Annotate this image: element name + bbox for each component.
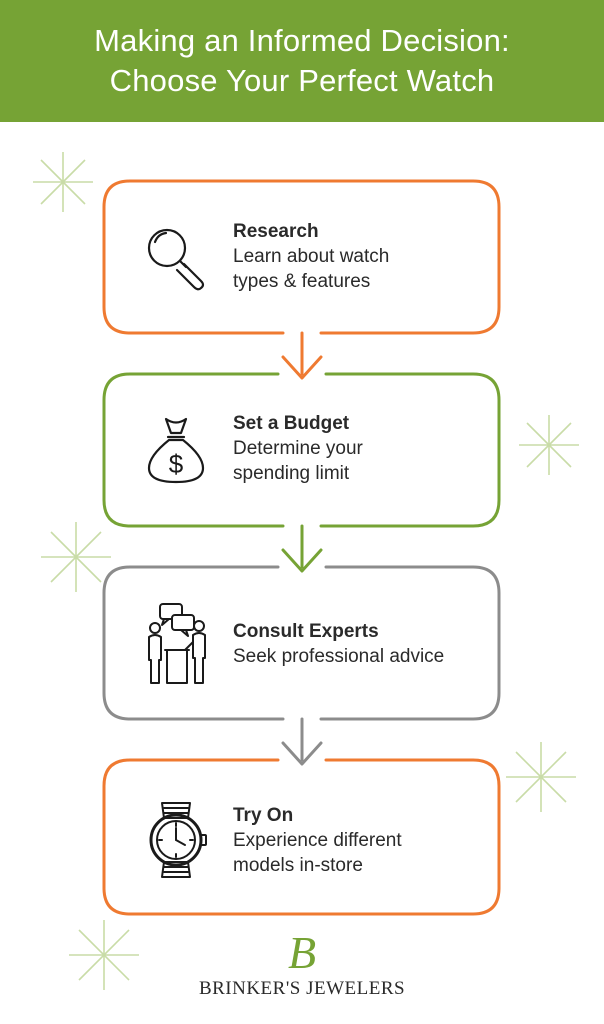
step-description-line: Experience different	[233, 830, 402, 851]
connector-arrow-1	[281, 355, 323, 380]
sparkle-decoration-1	[33, 152, 93, 212]
step-title: Set a Budget	[233, 413, 350, 434]
sparkle-decoration-3	[41, 522, 111, 592]
magnifier-icon	[147, 228, 205, 291]
step-title: Research	[233, 221, 319, 242]
step-box-research	[102, 179, 501, 335]
step-title: Consult Experts	[233, 621, 379, 642]
dollar-sign-glyph: $	[169, 449, 184, 479]
sparkle-decoration-2	[519, 415, 579, 475]
step-description-line: Determine your	[233, 438, 363, 459]
connector-arrow-3	[281, 741, 323, 766]
step-description-line: spending limit	[233, 463, 350, 484]
step-description: Seek professional advice	[233, 644, 503, 669]
step-research: Research Learn about watch types & featu…	[233, 220, 503, 294]
step-title: Try On	[233, 805, 294, 826]
step-box-try-on	[102, 758, 501, 916]
step-box-budget	[102, 372, 501, 528]
sparkle-decoration-4	[506, 742, 576, 812]
logo-monogram: B	[287, 927, 317, 978]
header-title-line-1: Making an Informed Decision:	[94, 23, 510, 58]
header-title-line-2: Choose Your Perfect Watch	[109, 63, 495, 98]
connector-arrow-2	[281, 548, 323, 573]
step-box-experts	[102, 565, 501, 721]
step-set-budget: Set a Budget Determine your spending lim…	[233, 412, 503, 486]
step-description: Learn about watch types & features	[233, 244, 503, 294]
brand-logo: B BRINKER'S JEWELERS	[0, 930, 604, 1000]
step-description: Experience different models in-store	[233, 828, 503, 878]
header-banner: Making an Informed Decision: Choose Your…	[0, 0, 604, 122]
step-description-line: Learn about watch	[233, 246, 390, 267]
wristwatch-icon	[149, 802, 207, 878]
step-consult-experts: Consult Experts Seek professional advice	[233, 620, 503, 669]
money-bag-icon: $	[147, 417, 205, 484]
consultation-icon	[148, 603, 206, 684]
step-description-line: Seek professional advice	[233, 646, 445, 667]
step-description-line: models in-store	[233, 855, 363, 876]
step-try-on: Try On Experience different models in-st…	[233, 804, 503, 878]
step-description: Determine your spending limit	[233, 436, 503, 486]
sparkle-decoration-5	[69, 920, 139, 990]
step-description-line: types & features	[233, 271, 371, 292]
logo-wordmark: BRINKER'S JEWELERS	[198, 978, 406, 999]
